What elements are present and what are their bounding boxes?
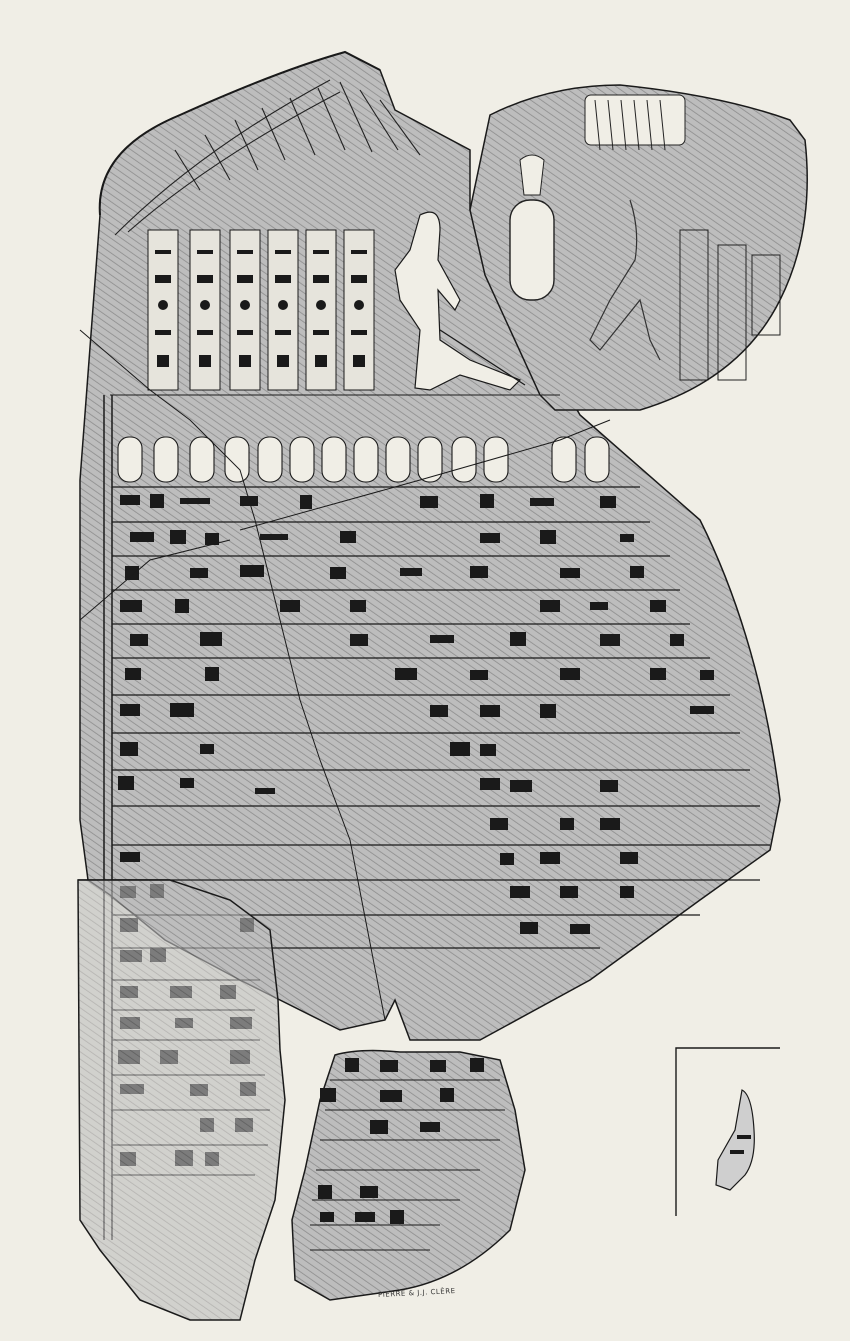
lower-center-fragment <box>291 1049 526 1301</box>
winged-disk-wing <box>114 79 421 236</box>
king-figure <box>394 211 526 391</box>
small-object-inset <box>675 1047 780 1216</box>
cartouche-register <box>110 394 610 483</box>
column-register <box>147 229 375 391</box>
upper-right-fragment <box>469 84 808 411</box>
lower-left-fragment <box>77 879 286 1321</box>
